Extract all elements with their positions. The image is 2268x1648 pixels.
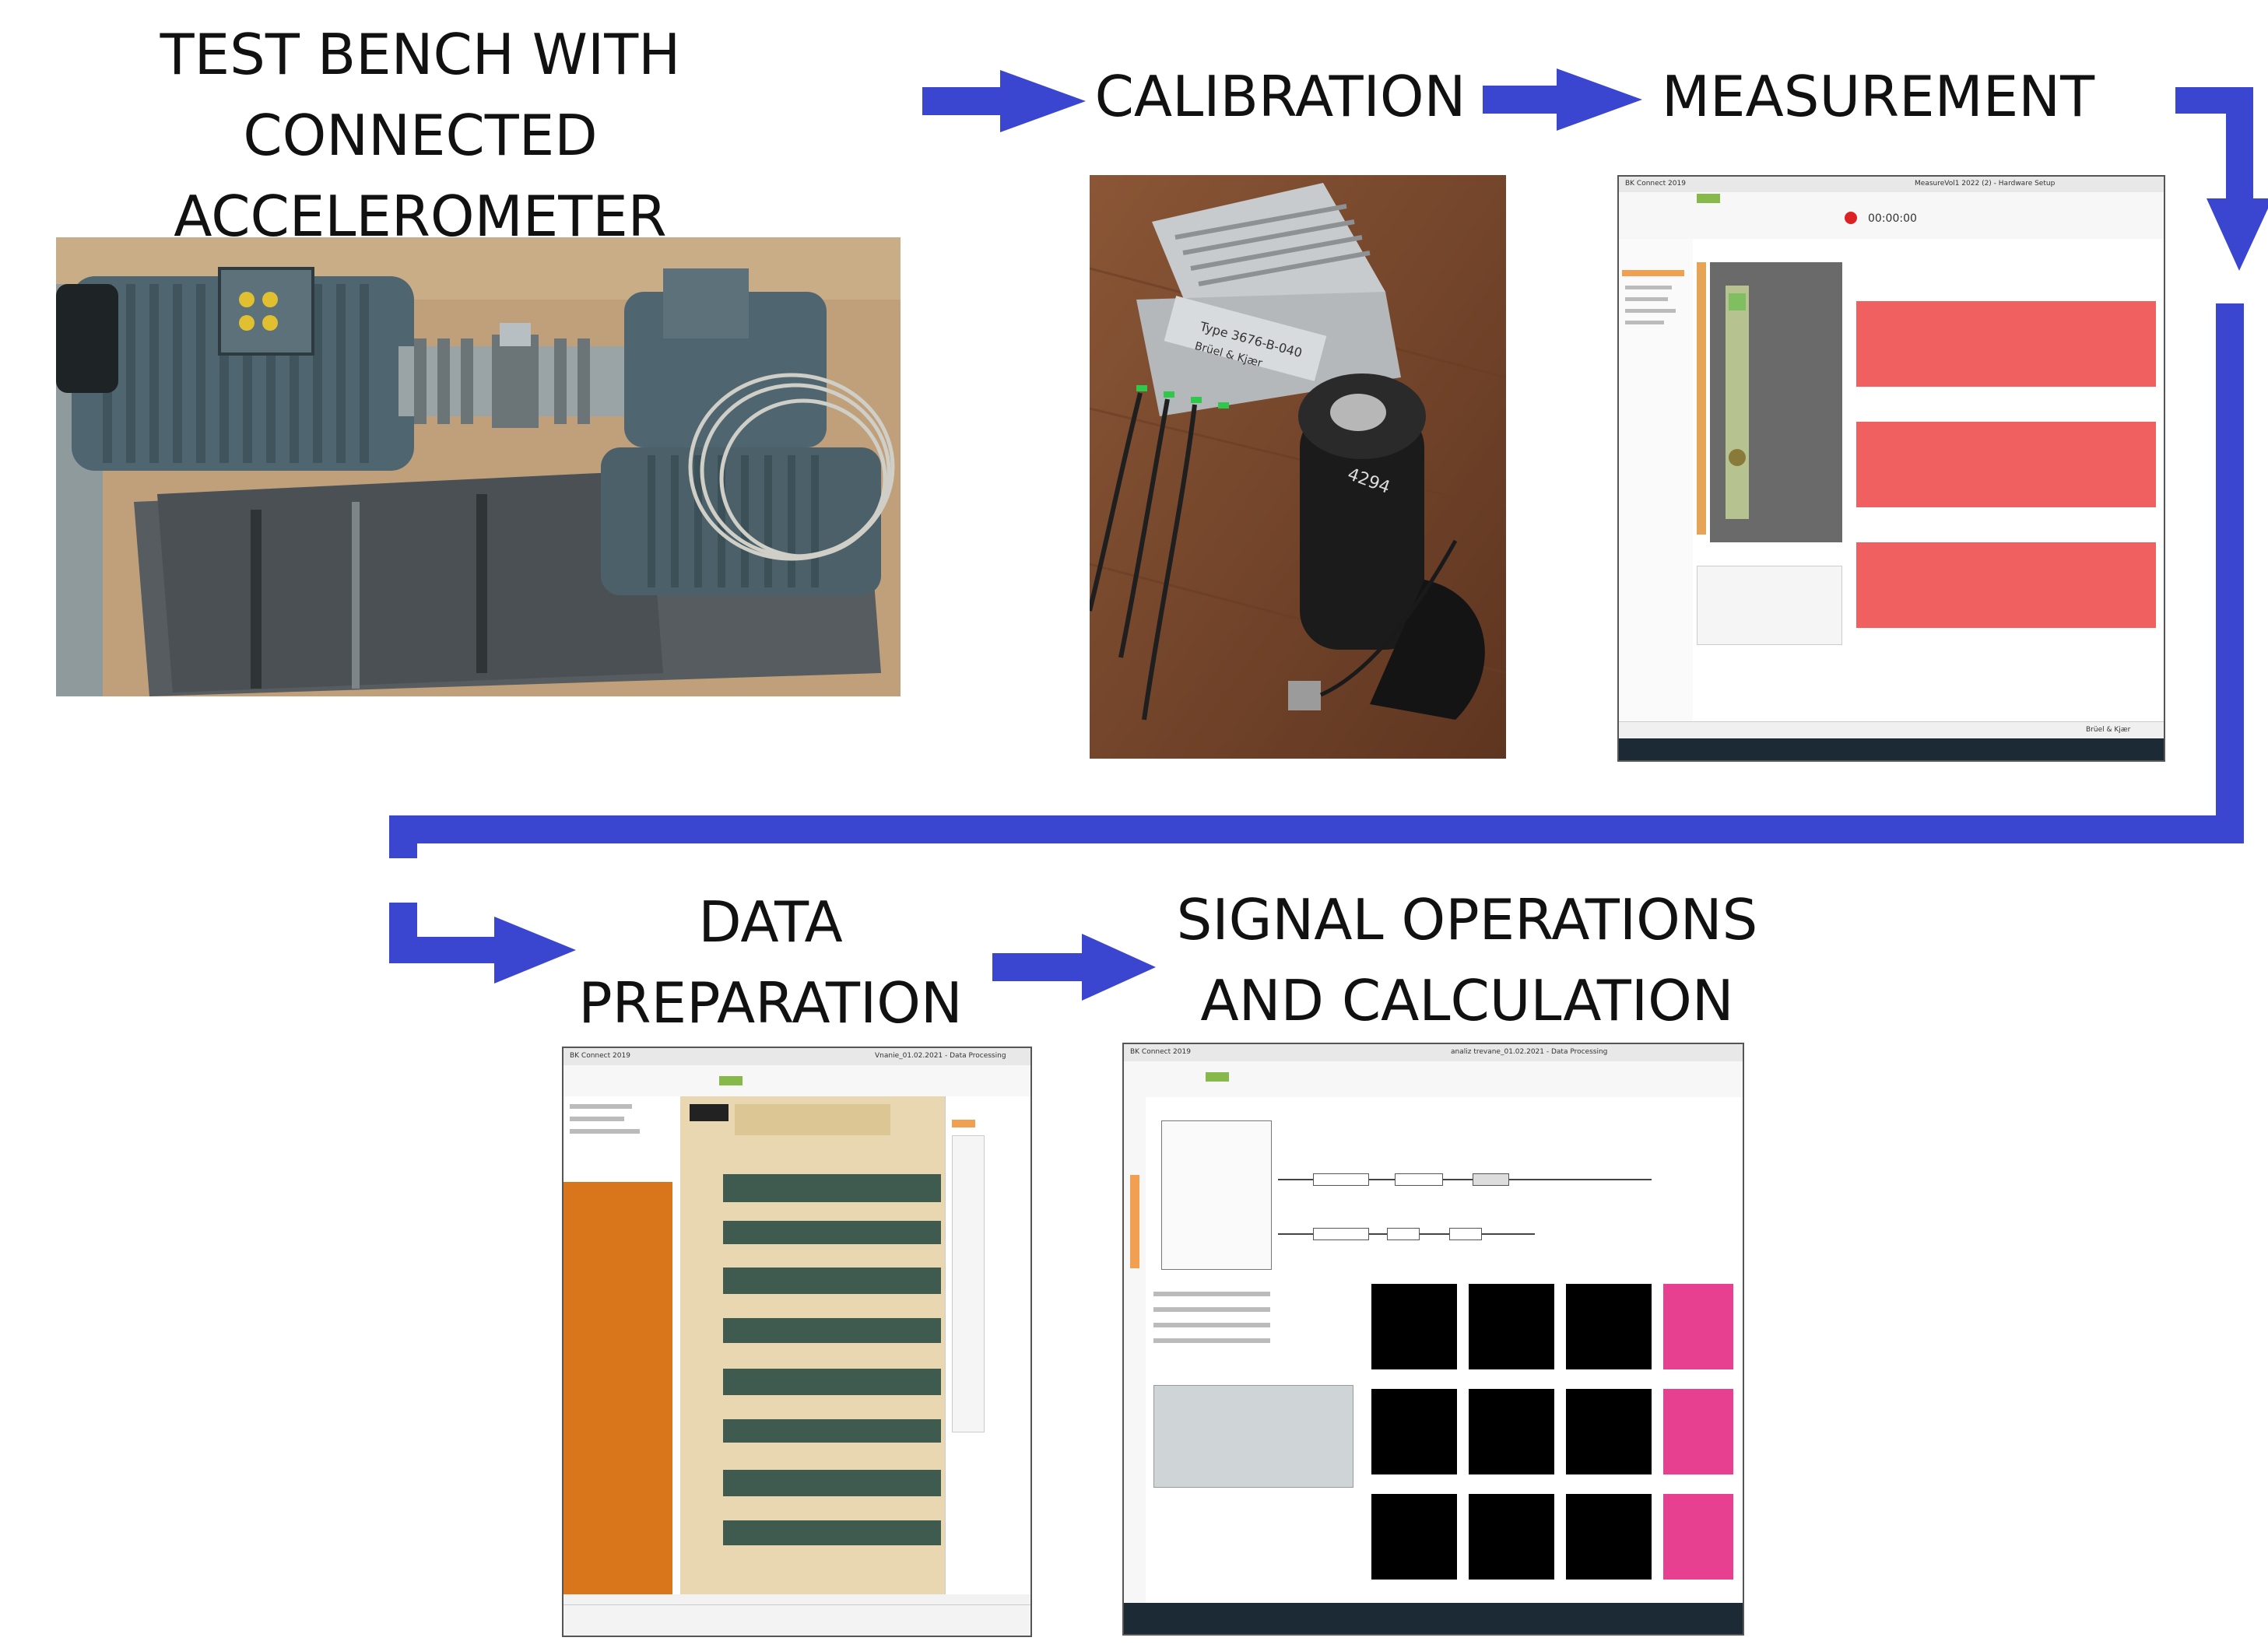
calc-plot-grid <box>1364 1276 1743 1603</box>
calc-plot-5 <box>1371 1389 1457 1474</box>
arrow-calibration-to-measurement <box>1483 68 1642 131</box>
calc-plot-3 <box>1566 1284 1652 1369</box>
measurement-app-name: BK Connect 2019 <box>1625 180 1686 188</box>
connector-to-second-row <box>389 303 2244 858</box>
measurement-taskbar <box>1619 738 2164 760</box>
arrow-into-data-preparation <box>389 903 576 984</box>
record-button[interactable] <box>1845 212 1857 224</box>
screenshot-signal-operations: BK Connect 2019 analiz trevane_01.02.202… <box>1122 1043 1744 1636</box>
arrow-measurement-down <box>2175 87 2268 271</box>
prep-taskbar <box>563 1604 1030 1636</box>
photo-test-bench <box>56 237 901 696</box>
calc-result-matrix <box>1146 1276 1364 1603</box>
calc-taskbar <box>1124 1603 1743 1634</box>
calc-titlebar: BK Connect 2019 analiz trevane_01.02.202… <box>1124 1044 1743 1062</box>
calc-plot-8 <box>1663 1389 1733 1474</box>
title-signal-operations-line2: AND CALCULATION <box>1200 968 1734 1033</box>
photo-calibration: Type 3676-B-040 Brüel & Kjær 4294 <box>1090 175 1506 759</box>
arrow-prep-to-signal <box>992 934 1156 1001</box>
calc-side-panel <box>1124 1097 1146 1603</box>
prep-waveform-1 <box>723 1174 941 1202</box>
signal-plot-3 <box>1856 542 2156 628</box>
calc-app-name: BK Connect 2019 <box>1130 1048 1191 1056</box>
test-bench-illustration <box>56 237 901 696</box>
screenshot-measurement: BK Connect 2019 MeasureVol1 2022 (2) - H… <box>1617 175 2165 762</box>
calc-process-chain <box>1146 1097 1743 1276</box>
title-calibration: CALIBRATION <box>1094 64 1466 129</box>
hardware-module-strip <box>1697 262 1706 535</box>
measurement-signal-panel <box>1848 239 2164 721</box>
calc-tab-active[interactable] <box>1206 1072 1229 1082</box>
measurement-hardware-panel <box>1693 239 1849 721</box>
prep-project-list <box>563 1096 681 1594</box>
prep-ribbon <box>563 1065 1030 1097</box>
measurement-ribbon: 00:00:00 <box>1619 192 2164 240</box>
calc-plot-4 <box>1663 1284 1733 1369</box>
calc-plot-12 <box>1663 1494 1733 1580</box>
title-data-preparation-line1: DATA <box>698 889 843 955</box>
title-signal-operations: SIGNAL OPERATIONS AND CALCULATION <box>1144 879 1790 1041</box>
measurement-brand: Brüel & Kjær <box>2086 726 2131 734</box>
prep-waveform-8 <box>723 1520 941 1545</box>
calc-plot-7 <box>1566 1389 1652 1474</box>
calibration-illustration: Type 3676-B-040 Brüel & Kjær 4294 <box>1090 175 1506 759</box>
calc-window-title: analiz trevane_01.02.2021 - Data Process… <box>1451 1048 1608 1056</box>
title-test-bench: TEST BENCH WITH CONNECTED ACCELEROMETER <box>8 14 833 257</box>
calc-plot-10 <box>1469 1494 1554 1580</box>
prep-time-editor <box>680 1096 945 1594</box>
prep-counter <box>690 1104 728 1121</box>
title-test-bench-line2: CONNECTED ACCELEROMETER <box>174 103 667 249</box>
measurement-timer: 00:00:00 <box>1868 212 1917 225</box>
calc-plot-6 <box>1469 1389 1554 1474</box>
calc-plot-11 <box>1566 1494 1652 1580</box>
prep-app-name: BK Connect 2019 <box>570 1052 630 1060</box>
prep-titlebar: BK Connect 2019 Vnanie_01.02.2021 - Data… <box>563 1048 1030 1066</box>
signal-plot-1 <box>1856 301 2156 387</box>
prep-orange-list <box>563 1182 672 1594</box>
calc-plot-9 <box>1371 1494 1457 1580</box>
prep-waveform-4 <box>723 1318 941 1343</box>
title-signal-operations-line1: SIGNAL OPERATIONS <box>1176 887 1758 952</box>
prep-waveform-3 <box>723 1268 941 1294</box>
calc-plot-2 <box>1469 1284 1554 1369</box>
arrow-bench-to-calibration <box>922 70 1086 132</box>
measurement-titlebar: BK Connect 2019 MeasureVol1 2022 (2) - H… <box>1619 177 2164 193</box>
prep-waveform-5 <box>723 1369 941 1395</box>
prep-process-chain <box>945 1096 1030 1594</box>
screenshot-data-preparation: BK Connect 2019 Vnanie_01.02.2021 - Data… <box>562 1047 1032 1637</box>
prep-tab-active[interactable] <box>719 1076 743 1085</box>
prep-waveform-2 <box>723 1221 941 1244</box>
measurement-window-title: MeasureVol1 2022 (2) - Hardware Setup <box>1915 180 2056 188</box>
title-data-preparation: DATA PREPARATION <box>545 882 996 1043</box>
title-measurement: MEASUREMENT <box>1661 64 2095 129</box>
title-test-bench-line1: TEST BENCH WITH <box>160 22 681 87</box>
signal-plot-2 <box>1856 422 2156 507</box>
measurement-statusbar: Brüel & Kjær <box>1619 721 2164 739</box>
measurement-tab-active[interactable] <box>1697 194 1720 203</box>
hardware-module-rack <box>1710 262 1842 542</box>
measurement-left-panel <box>1619 239 1694 721</box>
title-data-preparation-line2: PREPARATION <box>578 970 963 1036</box>
prep-waveform-7 <box>723 1470 941 1496</box>
calc-ribbon <box>1124 1061 1743 1098</box>
calc-plot-1 <box>1371 1284 1457 1369</box>
prep-window-title: Vnanie_01.02.2021 - Data Processing <box>875 1052 1006 1060</box>
prep-waveform-6 <box>723 1419 941 1443</box>
